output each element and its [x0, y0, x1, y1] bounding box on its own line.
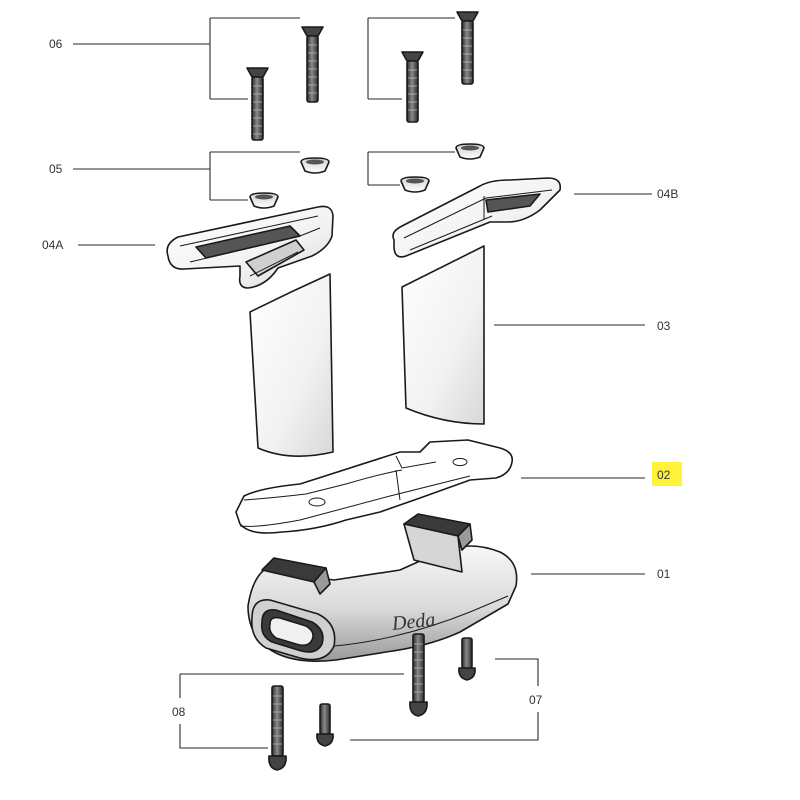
callout-07: 07 — [529, 693, 543, 707]
clamp-body-01: Deda 01 — [247, 513, 671, 662]
armrest-bracket-04b: 04B — [392, 177, 678, 258]
callout-05: 05 — [49, 162, 63, 176]
brand-logo: Deda — [390, 609, 436, 636]
washer-05-b — [249, 192, 279, 209]
callout-04a: 04A — [42, 238, 63, 252]
screw-group-07: 07 — [316, 637, 543, 747]
callout-02: 02 — [657, 468, 671, 482]
screw-06-d — [401, 51, 424, 123]
washer-05-d — [400, 176, 430, 193]
callout-01: 01 — [657, 567, 671, 581]
callout-02-highlight — [652, 462, 682, 486]
screw-08-b — [268, 685, 287, 771]
thread-lines-06 — [253, 29, 472, 135]
screw-06-c — [456, 11, 479, 85]
arm-pad-right — [401, 245, 485, 425]
callout-03: 03 — [657, 319, 671, 333]
washer-05-a — [300, 157, 330, 174]
armrest-bracket-04a: 04A — [42, 205, 334, 289]
callout-04b: 04B — [657, 187, 678, 201]
screw-group-06: 06 — [49, 11, 479, 141]
callout-08: 08 — [172, 705, 186, 719]
screw-08-a — [409, 633, 428, 717]
screw-07-b — [316, 703, 334, 747]
screw-07-a — [458, 637, 476, 681]
screw-06-a — [301, 26, 324, 103]
washer-05-c — [455, 143, 485, 160]
screw-group-08: 08 — [172, 633, 428, 771]
washer-group-05: 05 — [49, 143, 485, 209]
callout-06: 06 — [49, 37, 63, 51]
screw-06-b — [246, 67, 269, 141]
arm-pads-03: 03 — [249, 245, 671, 457]
arm-pad-left — [249, 273, 334, 457]
thread-lines-08 — [273, 643, 423, 745]
base-plate-02: 02 — [235, 439, 682, 534]
